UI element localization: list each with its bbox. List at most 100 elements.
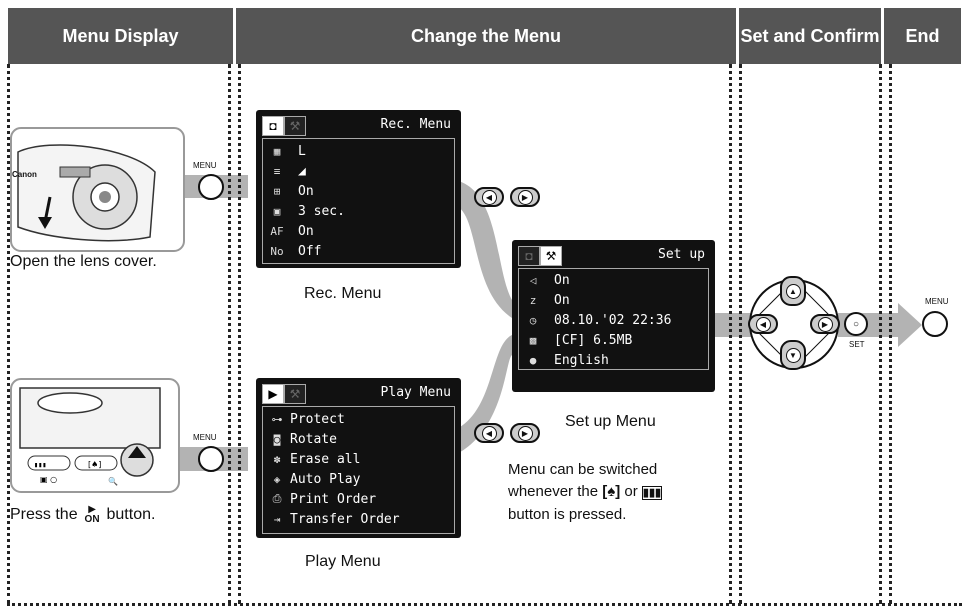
rec-menu-row[interactable]: ⊞On [263,181,454,201]
play-on-icon: ▶ ON [82,505,102,525]
right-button-pad[interactable]: ▶ [810,314,840,334]
note-line-3: button is pressed. [508,506,627,523]
camera-play-button-illustration: ▮▮▮ [♠] 🔍 ▣ ○ [10,378,180,493]
note-line-1: Menu can be switched [508,461,658,478]
play-menu-caption: Play Menu [305,553,381,570]
svg-text:▮▮▮: ▮▮▮ [34,461,47,469]
divider-1a [228,64,231,604]
menu-label-bottom: MENU [193,433,217,442]
down-button[interactable]: ▼ [780,340,806,370]
divider-1b [238,64,241,604]
menu-button-bottom[interactable] [198,446,224,472]
play-menu-list: ⊶Protect ◙Rotate ✽Erase all ◈Auto Play ⎙… [262,406,455,534]
language-icon: ● [529,353,537,367]
wrench-tab-icon[interactable]: ⚒ [284,384,306,404]
play-tab-icon[interactable]: ▶ [262,384,284,404]
erase-icon: ✽ [273,452,281,466]
power-save-icon: z [529,293,537,307]
divider-left [7,64,10,604]
af-assist-icon: AF [270,224,284,238]
menu-button-end[interactable] [922,311,948,337]
header-menu-display: Menu Display [8,8,233,64]
right-button-lower[interactable]: ▶ [510,423,540,443]
header-end: End [884,8,961,64]
note-line-2: whenever the [♠] or ▮▮▮ [508,483,663,500]
resolution-icon: ▦ [273,144,281,158]
divider-2b [739,64,742,604]
clock-icon: ◷ [529,313,537,327]
svg-text:▣ ○: ▣ ○ [40,475,57,484]
play-menu-row[interactable]: ◙Rotate [263,429,454,449]
shooting-mode-icon: [♠] [602,483,621,500]
left-button-lower[interactable]: ◀ [474,423,504,443]
camera-tab-icon[interactable]: ◘ [262,116,284,136]
step-open-lens: Open the lens cover. [10,253,157,270]
right-button-upper[interactable]: ▶ [510,187,540,207]
index-button-icon: ▮▮▮ [641,486,663,500]
header-set-confirm: Set and Confirm [739,8,881,64]
svg-text:[♠]: [♠] [88,460,101,469]
play-menu-screen: ▶ ⚒ Play Menu ⊶Protect ◙Rotate ✽Erase al… [256,378,461,538]
format-icon: ▩ [529,333,537,347]
svg-text:🔍: 🔍 [108,476,118,486]
camera-tab-icon[interactable]: ◘ [518,246,540,266]
sound-icon: ◁ [529,273,537,287]
play-menu-title: Play Menu [380,385,451,400]
menu-label-top: MENU [193,161,217,170]
left-button-upper[interactable]: ◀ [474,187,504,207]
rec-menu-row[interactable]: ≡◢ [263,161,454,181]
play-menu-row[interactable]: ⊶Protect [263,409,454,429]
play-on-label: ON [84,514,100,525]
setup-menu-row[interactable]: ▩[CF] 6.5MB [519,330,708,350]
step-press-pre: Press the [10,506,78,524]
flow-curve-lower [455,335,512,455]
menu-button-top[interactable] [198,174,224,200]
switch-note: Menu can be switched whenever the [♠] or… [508,459,663,526]
set-button[interactable]: ○ [844,312,868,336]
rec-menu-row[interactable]: ▣3 sec. [263,201,454,221]
flow-curve-upper [455,180,512,318]
review-time-icon: ▣ [273,204,281,218]
setup-menu-caption: Set up Menu [565,413,656,430]
transfer-icon: ⇥ [273,512,281,526]
divider-bottom [7,603,962,606]
setup-menu-title: Set up [658,247,705,262]
camera-brand: Canon [12,170,37,179]
play-menu-row[interactable]: ✽Erase all [263,449,454,469]
menu-label-end: MENU [925,297,949,306]
flow-band-setup [712,313,752,337]
print-icon: ⎙ [272,492,282,505]
rec-menu-title: Rec. Menu [380,117,451,132]
review-icon: ⊞ [273,184,281,198]
rec-menu-row[interactable]: ▦L [263,141,454,161]
key-icon: ⊶ [271,412,283,426]
wrench-tab-icon[interactable]: ⚒ [540,246,562,266]
rec-menu-caption: Rec. Menu [304,285,382,302]
up-button[interactable]: ▲ [780,276,806,306]
step-press-play: Press the ▶ ON button. [10,505,155,525]
file-no-icon: No [270,244,284,258]
header-change-menu: Change the Menu [236,8,736,64]
setup-menu-row[interactable]: ◁On [519,270,708,290]
divider-2a [729,64,732,604]
play-menu-row[interactable]: ◈Auto Play [263,469,454,489]
setup-menu-row[interactable]: ●English [519,350,708,370]
autoplay-icon: ◈ [273,472,281,486]
setup-menu-row[interactable]: ◷08.10.'02 22:36 [519,310,708,330]
divider-3a [879,64,882,604]
play-menu-row[interactable]: ⎙Print Order [263,489,454,509]
left-button-pad[interactable]: ◀ [748,314,778,334]
set-label: SET [849,340,865,349]
camera-lens-cover-illustration [10,127,185,252]
wrench-tab-icon[interactable]: ⚒ [284,116,306,136]
play-menu-row[interactable]: ⇥Transfer Order [263,509,454,529]
